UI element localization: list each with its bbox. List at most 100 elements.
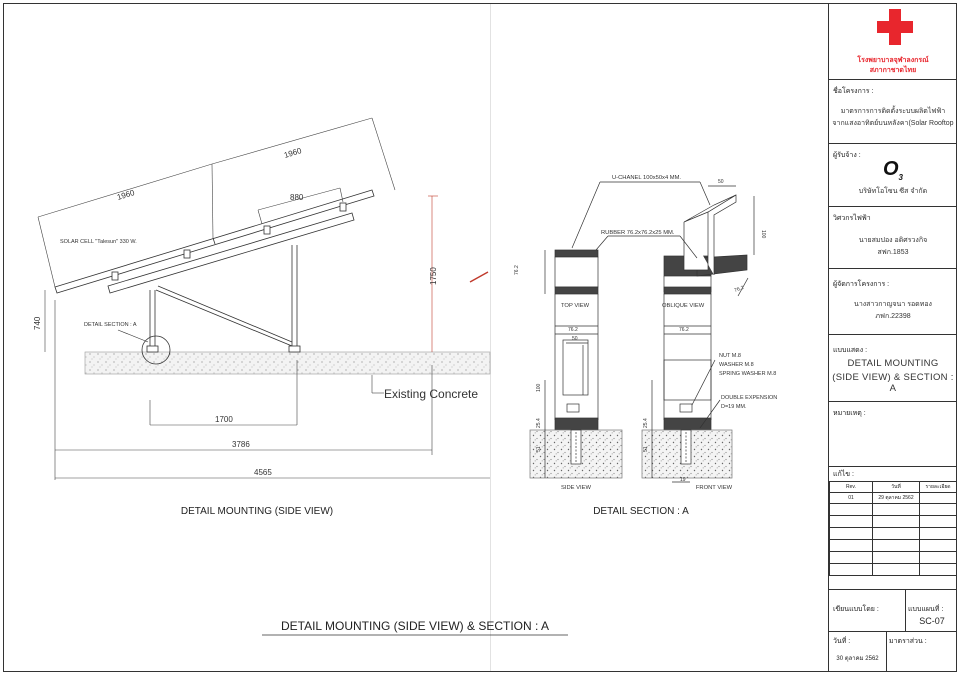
table-row	[829, 563, 957, 576]
project-box: ชื่อโครงการ : มาตรการการติดตั้งระบบผลิตไ…	[829, 80, 957, 144]
section-a-title: DETAIL SECTION : A	[593, 506, 689, 517]
table-row: 01 29 ตุลาคม 2562	[829, 492, 957, 504]
dim-100-oblique: 100	[760, 230, 766, 239]
table-row	[829, 515, 957, 528]
sheet-label: แบบแผนที่ :	[908, 606, 944, 613]
date-label: วันที่ :	[833, 638, 851, 645]
engineer-label: วิศวกรไฟฟ้า	[833, 215, 871, 222]
dim-76-2-side: 76.2	[568, 327, 578, 333]
double-expansion-label: DOUBLE EXPENSION	[721, 395, 777, 401]
revision-label: แก้ไข :	[833, 471, 854, 478]
contractor-logo-sub: 3	[898, 173, 903, 182]
rubber-label: RUBBER 76.2x76.2x25 MM.	[601, 230, 675, 236]
main-title: DETAIL MOUNTING (SIDE VIEW) & SECTION : …	[281, 619, 549, 633]
dim-19: 19	[680, 477, 686, 483]
solar-cell-label: SOLAR CELL "Talesun" 330 W.	[60, 239, 137, 245]
side-view-dimensions	[37, 117, 490, 480]
dim-100-side: 100	[536, 383, 542, 392]
dim-1960-b: 1960	[283, 146, 303, 160]
sheet-number: SC-07	[919, 616, 945, 626]
org-name-line2: สภากาชาดไทย	[869, 67, 917, 74]
manager-label: ผู้จัดการโครงการ :	[833, 281, 890, 288]
manager-box: ผู้จัดการโครงการ : นางสาวกาญจนา รอดทอง ภ…	[829, 269, 957, 335]
dim-1960-a: 1960	[116, 188, 136, 202]
concrete-slab	[84, 351, 491, 375]
dim-1700: 1700	[215, 415, 233, 424]
dim-740: 740	[33, 316, 42, 330]
front-view-label: FRONT VIEW	[696, 485, 733, 491]
revision-header-row: Rev. วันที่ รายละเอียด	[829, 481, 957, 493]
rev-cell-date: 29 ตุลาคม 2562	[872, 492, 920, 504]
dim-1750: 1750	[429, 267, 438, 285]
engineer-license: สฟก.1853	[877, 249, 909, 256]
project-label: ชื่อโครงการ :	[833, 88, 874, 95]
scale-label: มาตราส่วน :	[889, 638, 927, 645]
drawing-line2: (SIDE VIEW) & SECTION : A	[832, 372, 954, 394]
drawing-line1: DETAIL MOUNTING	[847, 358, 939, 369]
washer-label: WASHER M.8	[719, 362, 754, 368]
d19-label: D=19 MM.	[721, 404, 747, 410]
remarks-label: หมายเหตุ :	[833, 410, 866, 417]
nut-label: NUT M.8	[719, 353, 741, 359]
side-view-drawing	[54, 189, 491, 375]
revision-box: แก้ไข : Rev. วันที่ รายละเอียด 01 29 ตุล…	[829, 467, 957, 590]
page-fold-line	[490, 4, 491, 671]
project-line1: มาตรการการติดตั้งระบบผลิตไฟฟ้า	[840, 108, 946, 115]
red-cross-icon	[877, 9, 913, 45]
sheet-frame	[3, 3, 957, 672]
top-view-label: TOP VIEW	[561, 303, 590, 309]
dim-76-2-front: 76.2	[679, 327, 689, 333]
rev-header-date: วันที่	[872, 481, 920, 493]
project-line2: จากแสงอาทิตย์บนหลังคา(Solar Rooftop	[832, 120, 954, 127]
dim-51-side: 51	[536, 446, 542, 452]
oblique-view-label: OBLIQUE VIEW	[662, 303, 705, 309]
drawing-box: แบบแสดง : DETAIL MOUNTING (SIDE VIEW) & …	[829, 335, 957, 402]
side-view-title: DETAIL MOUNTING (SIDE VIEW)	[181, 506, 333, 517]
drawing-label: แบบแสดง :	[833, 347, 868, 354]
title-block: โรงพยาบาลจุฬาลงกรณ์ สภากาชาดไทย ชื่อโครง…	[828, 3, 957, 672]
dim-76-2-top: 76.2	[514, 265, 520, 275]
dim-4565: 4565	[254, 468, 272, 477]
designer-sheet-box: เขียนแบบโดย : แบบแผนที่ : SC-07	[829, 590, 957, 632]
side-view-label: SIDE VIEW	[561, 485, 591, 491]
rev-cell-no: 01	[829, 492, 873, 504]
rev-header-detail: รายละเอียด	[919, 481, 957, 493]
table-row	[829, 503, 957, 516]
engineer-name: นายสมปอง อดิศรวงกิจ	[858, 237, 928, 244]
date-value: 30 ตุลาคม 2562	[836, 656, 879, 662]
rev-cell-detail	[919, 492, 957, 504]
dim-51-front: 51	[643, 446, 649, 452]
revision-table: Rev. วันที่ รายละเอียด 01 29 ตุลาคม 2562	[829, 481, 957, 576]
remarks-box: หมายเหตุ :	[829, 402, 957, 467]
contractor-label: ผู้รับจ้าง :	[833, 152, 861, 159]
table-row	[829, 527, 957, 540]
dim-76-2-oblique: 76.2	[734, 285, 745, 294]
manager-name: นางสาวกาญจนา รอดทอง	[854, 301, 932, 308]
rev-header-rev: Rev.	[829, 481, 873, 493]
table-row	[829, 551, 957, 564]
engineer-box: วิศวกรไฟฟ้า นายสมปอง อดิศรวงกิจ สฟก.1853	[829, 207, 957, 269]
table-row	[829, 539, 957, 552]
u-channel-label: U-CHANEL 100x50x4 MM.	[612, 175, 681, 181]
existing-concrete-label: Existing Concrete	[384, 387, 478, 401]
dim-50-oblique: 50	[718, 179, 724, 185]
detail-section-label: DETAIL SECTION : A	[84, 322, 137, 328]
spring-washer-label: SPRING WASHER M.8	[719, 371, 776, 377]
section-a-drawing	[529, 181, 755, 483]
contractor-logo-o: O	[882, 158, 899, 180]
org-logo-box: โรงพยาบาลจุฬาลงกรณ์ สภากาชาดไทย	[829, 3, 957, 80]
manager-license: ภฟก.22398	[875, 313, 911, 320]
dim-3786: 3786	[232, 440, 250, 449]
drawing-area: 1960 1960 880 1750 740 1700 3786 4565 SO…	[33, 117, 777, 636]
contractor-name: บริษัทโอโซน ซีส จำกัด	[858, 188, 928, 195]
org-name-line1: โรงพยาบาลจุฬาลงกรณ์	[857, 57, 929, 64]
contractor-box: ผู้รับจ้าง : O3 บริษัทโอโซน ซีส จำกัด	[829, 144, 957, 207]
designer-label: เขียนแบบโดย :	[833, 606, 879, 613]
dim-25-4-side: 25.4	[536, 418, 542, 428]
dim-880: 880	[290, 193, 304, 202]
dim-50-side: 50	[572, 336, 578, 342]
contractor-logo: O3	[829, 158, 957, 182]
date-scale-box: วันที่ : 30 ตุลาคม 2562 มาตราส่วน :	[829, 632, 957, 672]
dim-25-4-front: 25.4	[643, 418, 649, 428]
